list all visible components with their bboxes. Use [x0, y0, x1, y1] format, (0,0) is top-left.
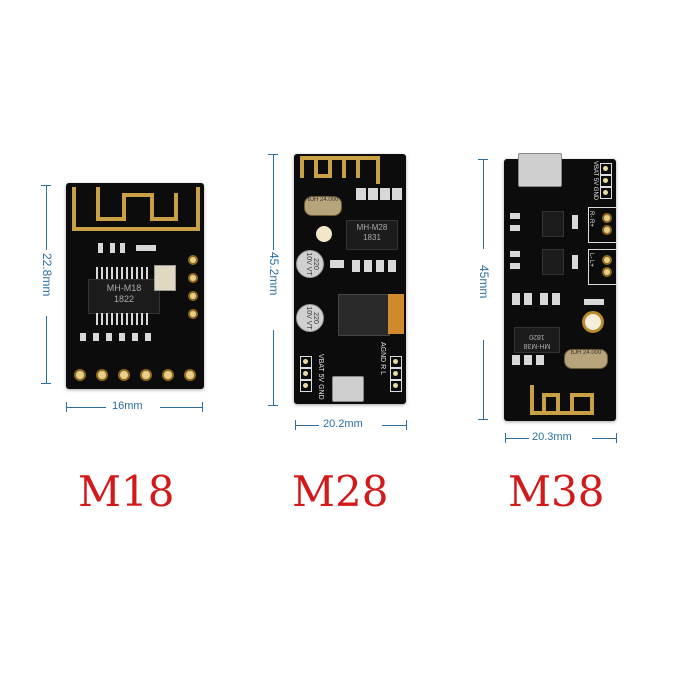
m18-title: M18: [78, 467, 175, 516]
mounting-hole: [316, 226, 332, 242]
m18-board: MH-M18 1822: [66, 183, 204, 389]
m28-height-label: 45.2mm: [267, 252, 281, 296]
m28-width-label: 20.2mm: [323, 418, 363, 430]
m28-board: 8JH 24.000 MH-M28 1831 220 10V VT 220 10…: [294, 154, 406, 404]
m38-silk-l: L- L+: [588, 253, 594, 267]
m38-amp-chip-l: [542, 249, 564, 275]
m18-component: [154, 265, 176, 291]
micro-usb-port: [518, 153, 562, 187]
m18-height-label: 22.8mm: [40, 253, 54, 297]
dim-tick: [41, 383, 51, 384]
m38-chip-label: MH-M38: [523, 342, 551, 349]
micro-usb-port: [332, 376, 364, 402]
audio-jack: [338, 294, 390, 336]
speaker-l-header: [588, 249, 617, 285]
m28-chip: MH-M28 1831: [346, 220, 398, 250]
m38-chip-date: 1820: [529, 333, 545, 340]
m38-crystal: 8JH 24.000: [564, 349, 608, 369]
m28-capacitor: 220 10V VT: [296, 250, 324, 278]
speaker-r-header: [588, 207, 617, 243]
m38-chip: MH-M38 1820: [514, 327, 560, 353]
m18-chip: MH-M18 1822: [88, 279, 160, 314]
mounting-hole: [582, 311, 604, 333]
m28-chip-label: MH-M28: [356, 223, 388, 232]
m38-height-label: 45mm: [477, 265, 491, 299]
m38-amp-chip-r: [542, 211, 564, 237]
m28-chip-date: 1831: [363, 233, 381, 242]
m38-silk-r: R- R+: [588, 211, 594, 227]
dim-line: [46, 316, 47, 383]
m18-chip-label: MH-M18: [106, 283, 142, 293]
dim-line: [46, 185, 47, 250]
m18-width-label: 16mm: [112, 400, 143, 412]
m28-title: M28: [292, 467, 389, 516]
m18-chip-date: 1822: [113, 294, 135, 304]
m38-board: VBAT 5V GND R- R+ L- L+ MH-M38 1820: [504, 153, 617, 421]
m28-crystal: 8JH 24.000: [304, 196, 342, 216]
m28-silk-audio: AGND R L: [379, 342, 386, 376]
m28-silk-power: VBAT 5V GND: [317, 354, 324, 400]
antenna-trace: [72, 187, 200, 231]
m28-capacitor: 220 10V VT: [296, 304, 324, 332]
m38-silk-power: VBAT 5V GND: [592, 161, 598, 201]
m38-width-label: 20.3mm: [532, 431, 572, 443]
m38-title: M38: [508, 467, 605, 516]
